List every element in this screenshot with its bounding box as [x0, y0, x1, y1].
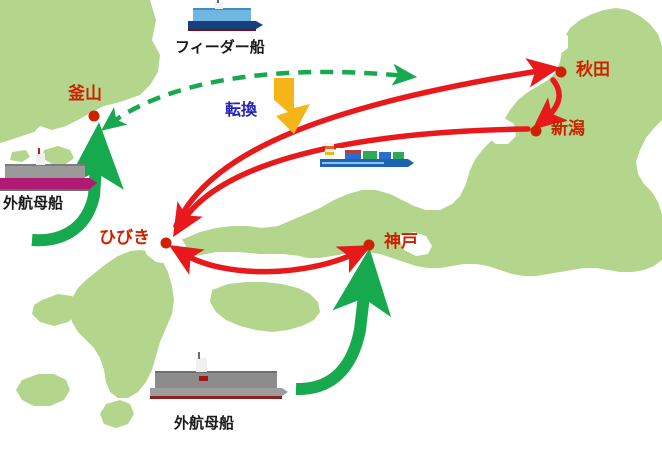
kyushu-west-lobe [32, 294, 80, 326]
mother-ship-left-icon [0, 148, 97, 191]
conversion-arrow-icon [274, 78, 310, 134]
landmass-group [0, 0, 662, 428]
route-hibiki-kobe [168, 244, 372, 275]
shikoku-landmass [210, 282, 320, 332]
ship-label-mother-bottom: 外航母船 [174, 414, 235, 432]
port-dots-group [88, 66, 567, 251]
port-dot-niigata[interactable] [530, 125, 542, 137]
conversion-label: 転換 [225, 100, 258, 119]
kyushu-s-tip [100, 400, 134, 428]
korea-landmass [0, 0, 160, 143]
korea-island-a [42, 146, 74, 164]
port-dot-busan[interactable] [88, 110, 100, 122]
port-label-hibiki: ひびき [99, 228, 150, 248]
honshu-landmass [152, 8, 662, 276]
route-busan-feeder-dashed [101, 63, 418, 131]
route-mother-to-busan [31, 122, 124, 247]
kyushu-landmass [70, 250, 174, 398]
port-label-niigata: 新潟 [551, 119, 585, 139]
route-niigata-to-hibiki [172, 126, 531, 238]
route-mother-to-kobe [295, 248, 392, 396]
port-dot-hibiki[interactable] [160, 237, 172, 249]
korea-island-b [10, 150, 30, 162]
mother-ship-bottom-icon [150, 352, 288, 399]
kyushu-sw-island [16, 374, 70, 406]
port-label-akita: 秋田 [576, 60, 610, 80]
ship-label-feeder: フィーダー船 [175, 38, 265, 56]
port-dot-kobe[interactable] [363, 239, 375, 251]
akita-coast-cut [544, 30, 568, 54]
port-dot-akita[interactable] [555, 66, 567, 78]
ship-label-mother-left: 外航母船 [3, 194, 64, 212]
port-label-busan: 釜山 [68, 84, 102, 104]
feeder-ship-icon [188, 0, 263, 31]
route-akita-to-niigata [532, 77, 568, 130]
sea-inlet-wakasa [398, 232, 432, 256]
port-label-kobe: 神戸 [384, 232, 418, 252]
center-feeder-ship-icon [320, 143, 414, 167]
